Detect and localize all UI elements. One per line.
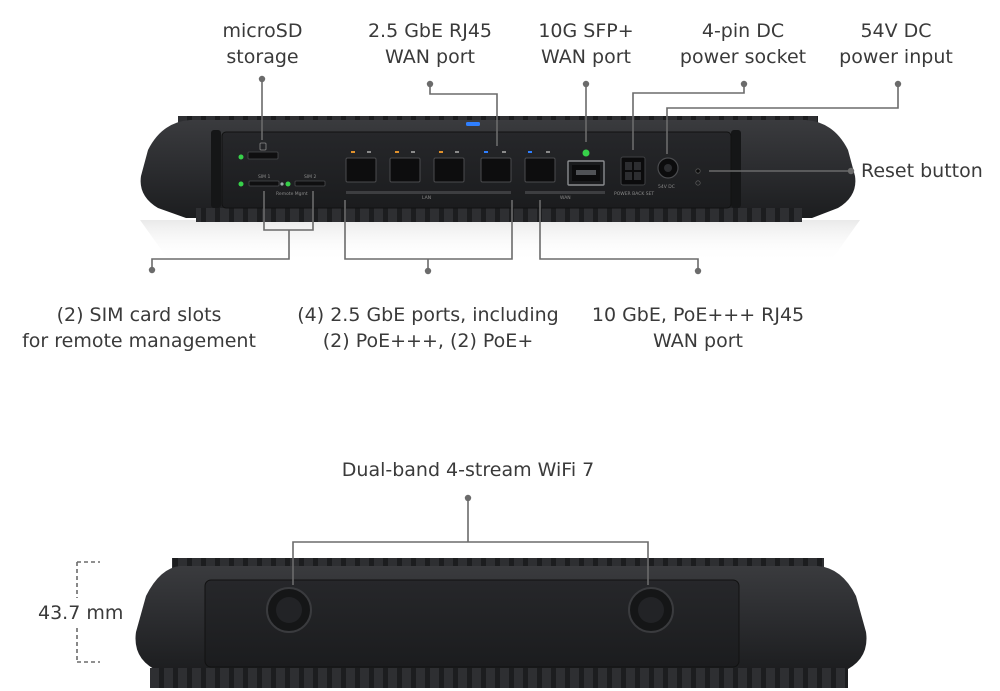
bottom-fins	[196, 208, 802, 222]
callout-poe-wan: 10 GbE, PoE+++ RJ45 WAN port	[591, 304, 805, 352]
callout-sim: (2) SIM card slots for remote management	[22, 304, 256, 352]
device-reflection	[140, 220, 860, 262]
sim1-eject-hole	[280, 182, 284, 186]
power-symbol-icon	[695, 180, 701, 186]
bottom-leader-lines	[148, 191, 702, 275]
callout-reset: Reset button	[861, 160, 983, 182]
leader-poe-wan	[539, 200, 699, 271]
leader-rj45-wan	[429, 84, 498, 146]
callout-lan-ports: (4) 2.5 GbE ports, including (2) PoE+++,…	[297, 304, 559, 352]
leader-sim	[151, 230, 290, 270]
callout-rj45-wan: 2.5 GbE RJ45 WAN port	[367, 20, 493, 68]
dc-4pin-pin-3	[625, 172, 632, 180]
lan-group-print: LAN	[422, 195, 431, 201]
antenna-connector-right-core	[638, 597, 664, 623]
reset-hole	[695, 168, 701, 174]
wifi-leader-lines	[292, 494, 649, 585]
dc-socket-print: POWER BACK SET	[614, 191, 654, 197]
dc-4pin-socket	[620, 156, 646, 186]
microsd-led	[238, 154, 244, 160]
height-dimension	[76, 561, 100, 663]
port-panel	[221, 131, 732, 209]
callout-microsd: microSD storage	[222, 20, 303, 68]
rj45-port-3	[433, 151, 465, 183]
dc-4pin-pin-2	[634, 162, 641, 170]
dc-4pin-pin-1	[625, 162, 632, 170]
callout-dc-input: 54V DC power input	[839, 20, 953, 68]
dc-input-print: 54V DC	[658, 184, 675, 190]
router-front-view	[135, 558, 867, 688]
dc-barrel-pin	[664, 164, 672, 172]
sfp-tab	[576, 170, 596, 175]
rj45-poe-wan-port	[524, 151, 556, 183]
status-led-blue	[466, 122, 480, 126]
callout-wifi: Dual-band 4-stream WiFi 7	[341, 459, 595, 481]
front-bottom-fins	[150, 668, 848, 688]
right-endcap	[731, 130, 741, 208]
callout-dc-socket: 4-pin DC power socket	[679, 20, 807, 68]
sfp-led	[582, 149, 590, 157]
lan-group-bar	[346, 191, 511, 194]
top-leader-lines	[258, 75, 902, 175]
sim2-print: SIM 2	[304, 174, 316, 180]
front-panel	[204, 579, 740, 668]
left-endcap	[211, 130, 221, 208]
microsd-slot	[247, 151, 279, 160]
rj45-port-2	[389, 151, 421, 183]
wan-group-print: WAN	[560, 195, 571, 201]
sim-group-print: Remote Mgmt	[276, 191, 308, 197]
router-rear-view: SIM 1 SIM 2 Remote Mgmt	[140, 116, 860, 262]
leader-dc-input	[666, 84, 899, 154]
antenna-connector-left-core	[276, 597, 302, 623]
rj45-port-1	[345, 151, 377, 183]
sim2-slot	[294, 180, 326, 187]
leader-wifi-bracket	[292, 541, 649, 585]
leader-dc-socket	[632, 84, 745, 150]
sim1-led	[238, 181, 244, 187]
microsd-card-icon	[259, 142, 267, 151]
sim2-led	[285, 181, 291, 187]
callout-height: 43.7 mm	[38, 602, 124, 624]
sim1-slot	[248, 180, 280, 187]
dc-4pin-pin-4	[634, 172, 641, 180]
sim1-print: SIM 1	[258, 174, 270, 180]
wan-group-bar	[525, 191, 605, 194]
callout-sfp-wan: 10G SFP+ WAN port	[538, 20, 634, 68]
rj45-wan-port	[480, 151, 512, 183]
